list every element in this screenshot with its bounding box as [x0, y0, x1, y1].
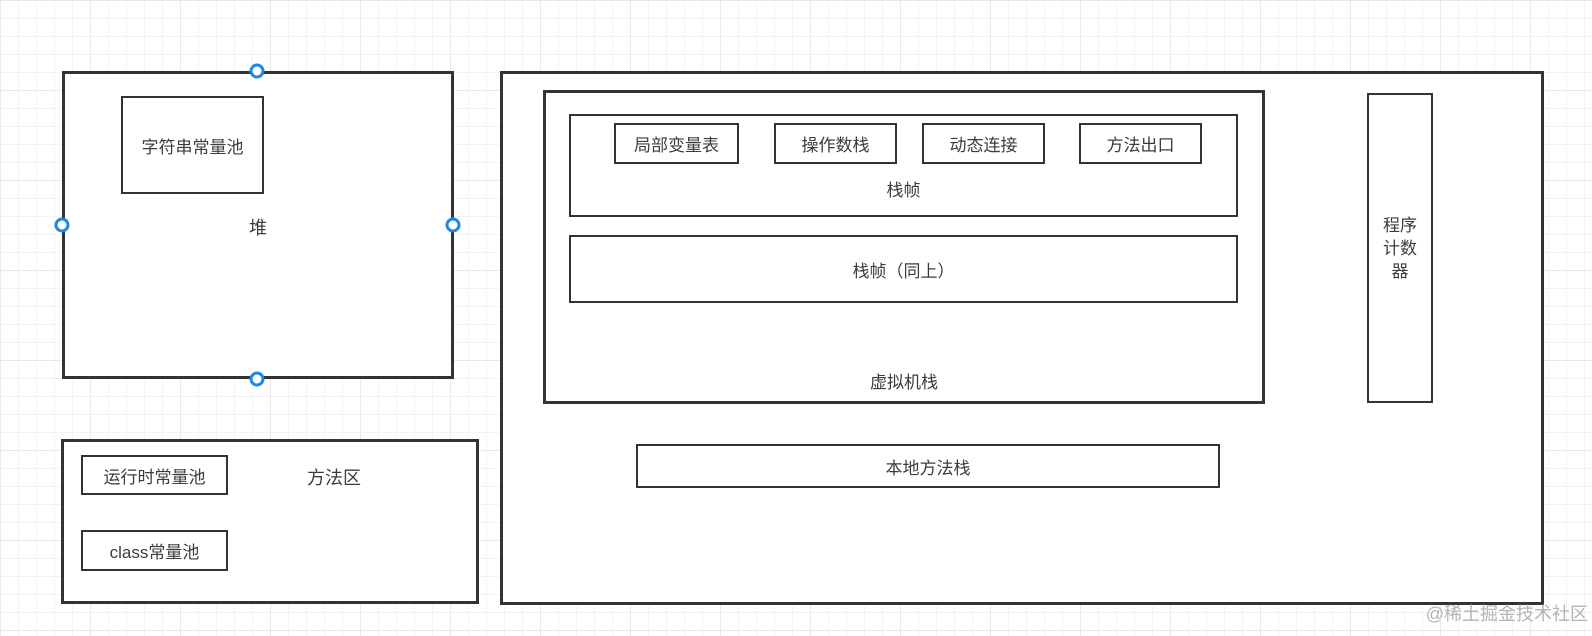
program-counter-label-line2: 计数 — [1383, 238, 1417, 258]
stack-frame-same-box[interactable]: 栈帧（同上） — [569, 235, 1238, 303]
method-area-label: 方法区 — [307, 468, 361, 488]
selection-handle-right-icon[interactable] — [445, 217, 461, 233]
vm-stack-label: 虚拟机栈 — [870, 373, 938, 392]
native-method-stack-box[interactable]: 本地方法栈 — [636, 444, 1220, 488]
stack-frame-same-label: 栈帧（同上） — [852, 261, 955, 281]
method-exit-label: 方法出口 — [1106, 136, 1175, 155]
heap-label: 堆 — [249, 218, 267, 238]
stack-frame-label: 栈帧 — [886, 181, 921, 200]
program-counter-label-line1: 程序 — [1383, 215, 1417, 235]
string-constant-pool-box[interactable]: 字符串常量池 — [121, 96, 264, 194]
local-variable-table-box[interactable]: 局部变量表 — [614, 123, 739, 164]
heap-box[interactable]: 字符串常量池 堆 — [62, 71, 454, 379]
class-constant-pool-label: class常量池 — [109, 543, 200, 562]
class-constant-pool-box[interactable]: class常量池 — [81, 530, 228, 571]
operand-stack-box[interactable]: 操作数栈 — [774, 123, 897, 164]
dynamic-linking-label: 动态连接 — [949, 136, 1018, 155]
local-variable-table-label: 局部变量表 — [634, 136, 719, 155]
dynamic-linking-box[interactable]: 动态连接 — [922, 123, 1045, 164]
selection-handle-bottom-icon[interactable] — [249, 371, 265, 387]
program-counter-box[interactable]: 程序 计数 器 — [1367, 93, 1433, 403]
runtime-data-area-box[interactable]: 局部变量表 操作数栈 动态连接 方法出口 栈帧 栈帧（同上） 虚拟机栈 — [500, 71, 1544, 605]
method-area-box[interactable]: 运行时常量池 class常量池 方法区 — [61, 439, 479, 604]
program-counter-label-line3: 器 — [1391, 261, 1409, 281]
runtime-constant-pool-label: 运行时常量池 — [103, 467, 206, 487]
operand-stack-label: 操作数栈 — [801, 136, 870, 155]
selection-handle-top-icon[interactable] — [249, 63, 265, 79]
vm-stack-box[interactable]: 局部变量表 操作数栈 动态连接 方法出口 栈帧 栈帧（同上） 虚拟机栈 — [543, 90, 1265, 404]
method-exit-box[interactable]: 方法出口 — [1079, 123, 1202, 164]
string-constant-pool-label: 字符串常量池 — [141, 137, 244, 157]
native-method-stack-label: 本地方法栈 — [885, 458, 971, 478]
watermark: @稀土掘金技术社区 — [1425, 604, 1588, 624]
selection-handle-left-icon[interactable] — [54, 217, 70, 233]
stack-frame-box[interactable]: 局部变量表 操作数栈 动态连接 方法出口 栈帧 — [569, 114, 1238, 217]
runtime-constant-pool-box[interactable]: 运行时常量池 — [81, 455, 228, 495]
